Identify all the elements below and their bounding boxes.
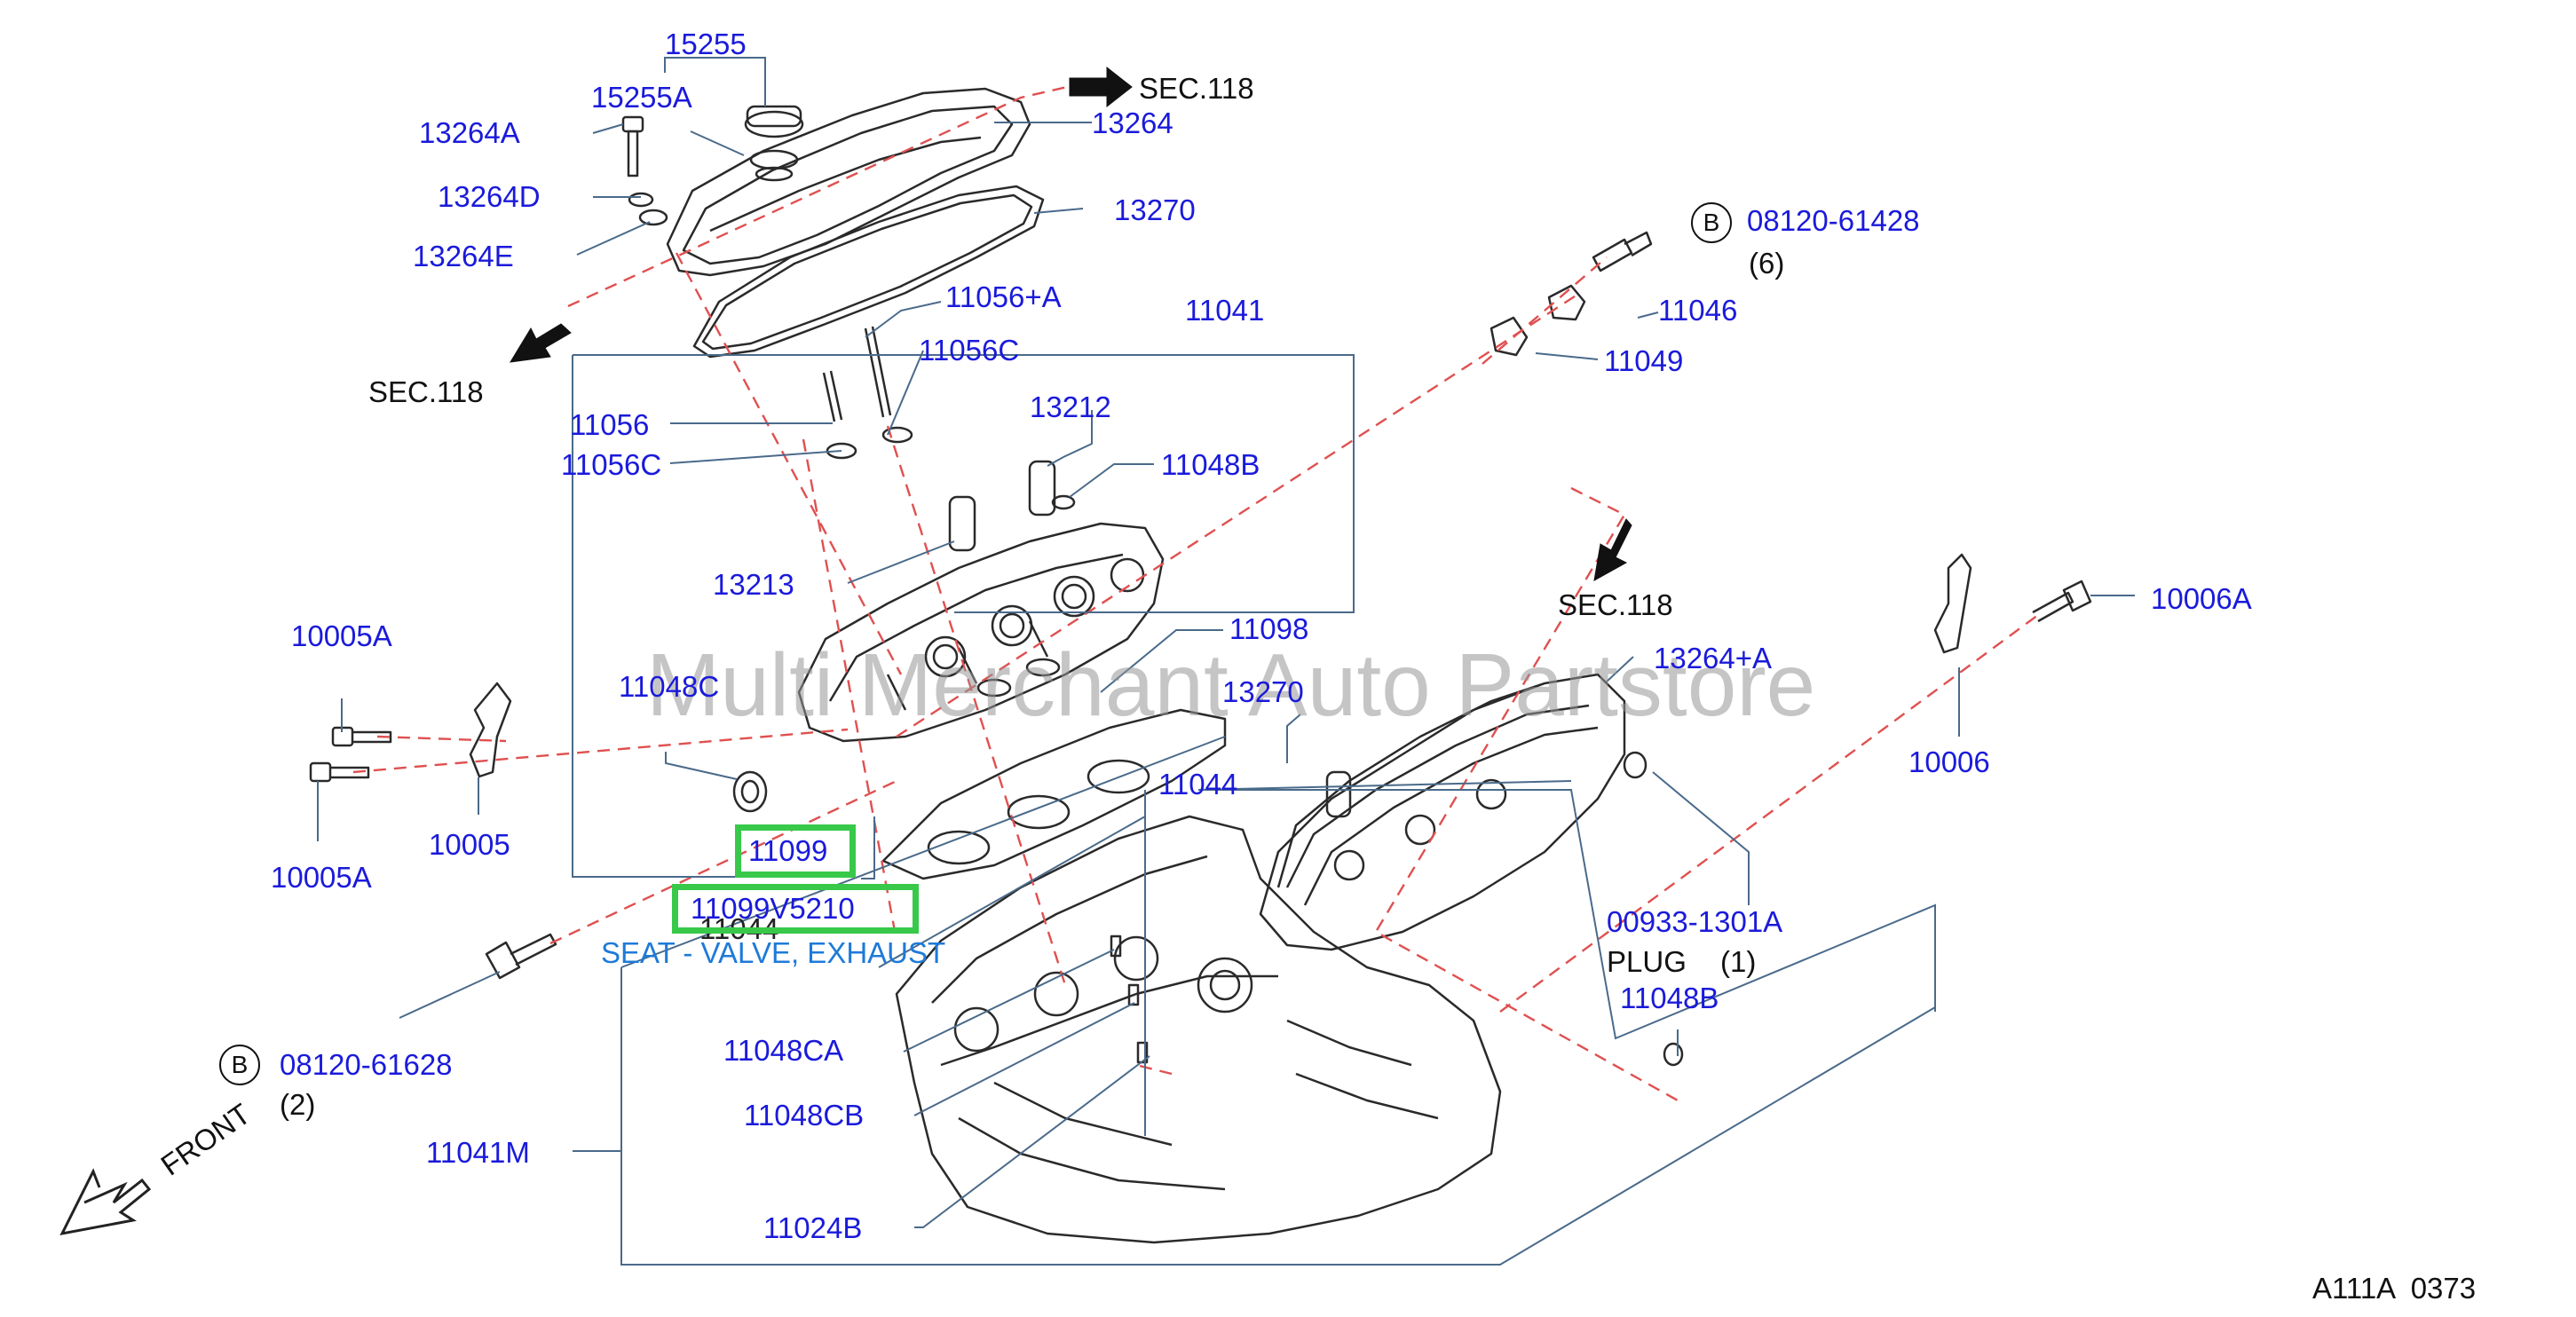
section-reference-left: SEC.118 (368, 375, 484, 408)
part-label-13213[interactable]: 13213 (713, 568, 794, 601)
part-label-13270-top[interactable]: 13270 (1114, 193, 1196, 226)
part-label-13264a[interactable]: 13264A (419, 116, 520, 149)
arrow-down-right-icon (1593, 518, 1632, 581)
oil-filler-cap (744, 110, 804, 138)
part-label-13264e[interactable]: 13264E (413, 240, 514, 272)
cylinder-head-left (797, 522, 1165, 743)
part-label-00933-1301a[interactable]: 00933-1301A (1607, 905, 1783, 938)
part-label-11044[interactable]: 11044 (1158, 768, 1238, 800)
part-label-11024b[interactable]: 11024B (763, 1211, 863, 1244)
part-label-11099v5210[interactable]: 11099V5210 (691, 892, 855, 925)
bracket-10005 (469, 682, 512, 778)
part-label-10005a-upper[interactable]: 10005A (291, 619, 392, 652)
part-label-13264d[interactable]: 13264D (438, 180, 541, 213)
front-arrow-icon (59, 1168, 152, 1236)
part-label-13212[interactable]: 13212 (1030, 390, 1111, 423)
quantity-1: (1) (1720, 945, 1757, 978)
part-label-11056[interactable]: 11056 (570, 408, 650, 441)
part-label-11041m[interactable]: 11041M (426, 1136, 530, 1169)
part-label-15255a[interactable]: 15255A (591, 81, 692, 114)
part-label-11049[interactable]: 11049 (1604, 344, 1684, 377)
bolt-group-b-top-icon: B (1691, 202, 1732, 243)
part-label-13270-mid[interactable]: 13270 (1222, 675, 1304, 708)
part-label-11056c-upper[interactable]: 11056C (919, 334, 1020, 367)
part-label-11098[interactable]: 11098 (1229, 612, 1309, 645)
part-label-08120-61428[interactable]: 08120-61428 (1747, 204, 1920, 237)
cylinder-head-right (1259, 673, 1626, 951)
part-label-11056a[interactable]: 11056+A (945, 280, 1062, 313)
selected-part-description-link[interactable]: SEAT - VALVE, EXHAUST (601, 936, 946, 969)
part-label-11041[interactable]: 11041 (1185, 294, 1265, 327)
part-label-11099[interactable]: 11099 (748, 834, 828, 867)
quantity-6: (6) (1749, 247, 1785, 280)
part-label-10006[interactable]: 10006 (1908, 745, 1990, 778)
part-label-11056c-lower[interactable]: 11056C (561, 448, 662, 481)
part-label-10006a[interactable]: 10006A (2151, 582, 2252, 615)
section-reference-right: SEC.118 (1558, 588, 1673, 621)
part-label-11048c[interactable]: 11048C (619, 670, 720, 703)
part-label-11048b-lower[interactable]: 11048B (1620, 982, 1719, 1014)
part-label-11048ca[interactable]: 11048CA (723, 1034, 844, 1067)
arrow-down-left-icon (510, 323, 572, 363)
engine-block (895, 815, 1502, 1244)
part-label-15255[interactable]: 15255 (665, 28, 747, 60)
part-label-08120-61628[interactable]: 08120-61628 (280, 1048, 453, 1081)
part-label-13264[interactable]: 13264 (1092, 106, 1173, 139)
section-reference-top: SEC.118 (1139, 72, 1254, 105)
valve-cover-right (1276, 682, 1545, 888)
part-label-10005[interactable]: 10005 (429, 828, 510, 861)
page-code: A111A 0373 (2312, 1272, 2477, 1305)
part-label-11048b-upper[interactable]: 11048B (1161, 448, 1260, 481)
part-label-10005a-lower[interactable]: 10005A (271, 861, 372, 894)
watermark: Multi Merchant Auto Partstore (646, 635, 1816, 735)
head-gasket (881, 708, 1227, 880)
highlight-box-11099 (735, 824, 856, 878)
highlight-box-11099v5210 (672, 884, 919, 934)
part-label-11048cb[interactable]: 11048CB (744, 1099, 865, 1132)
arrow-right-icon (1069, 66, 1133, 108)
bracket-10006 (1933, 553, 1972, 654)
part-label-13264a-plus[interactable]: 13264+A (1654, 642, 1773, 674)
valve-cover-upper (666, 87, 1031, 277)
bolt-group-b-bottom-icon: B (219, 1045, 260, 1085)
quantity-2: (2) (280, 1088, 316, 1121)
plug-label: PLUG (1607, 945, 1687, 978)
part-label-11046[interactable]: 11046 (1658, 294, 1738, 327)
